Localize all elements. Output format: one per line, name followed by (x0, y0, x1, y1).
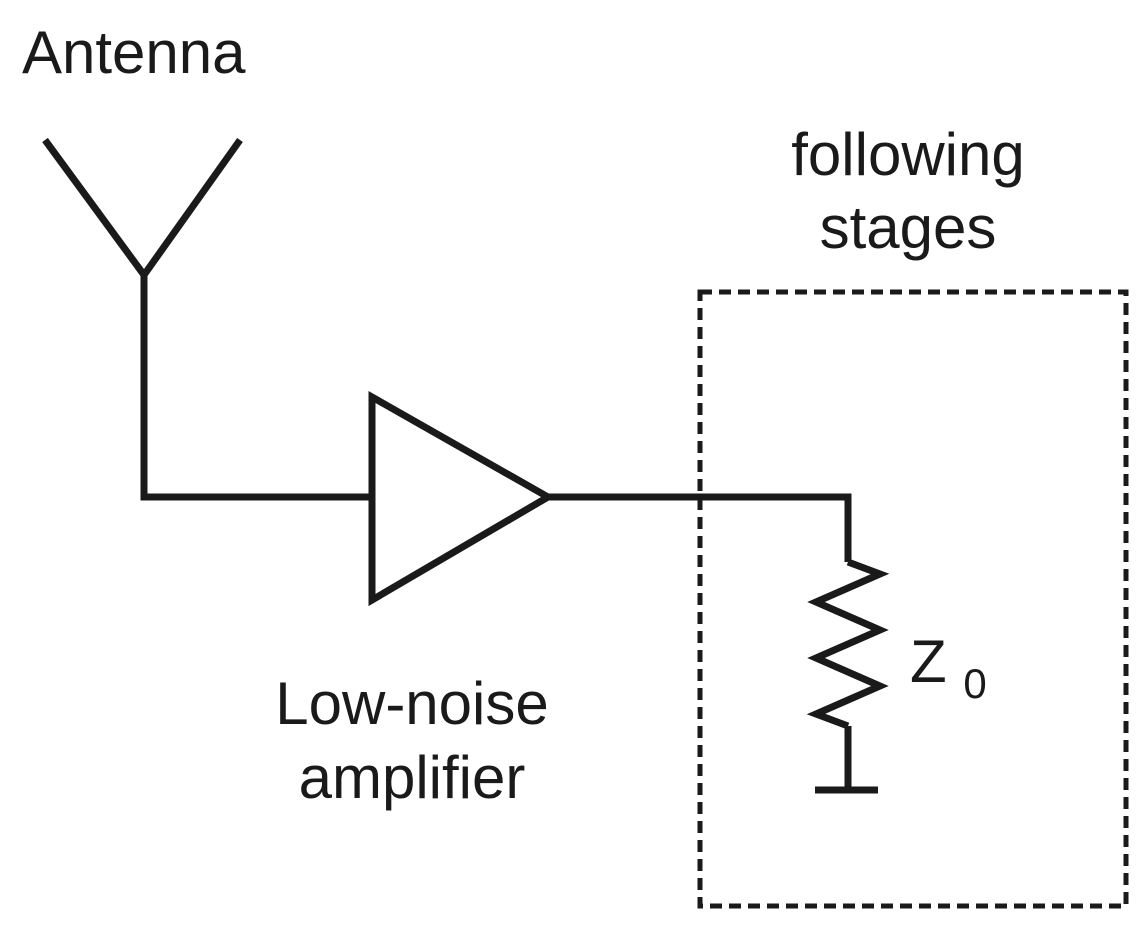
antenna-symbol (42, 137, 372, 501)
stages-label-line1: following (791, 121, 1024, 188)
antenna-feed-wire (140, 275, 372, 501)
stages-label-line2: stages (820, 194, 997, 261)
output-wire (548, 493, 852, 562)
resistor-zigzag (806, 558, 890, 730)
impedance-subscript: 0 (963, 660, 986, 707)
antenna-prongs (42, 137, 243, 281)
following-stages-box (697, 289, 1129, 909)
antenna-label: Antenna (22, 19, 246, 86)
lna-label-line2: amplifier (299, 744, 526, 811)
lna-label-line1: Low-noise (275, 670, 549, 737)
impedance-symbol: Z (910, 628, 947, 695)
impedance-label: Z 0 (910, 628, 987, 707)
amplifier-triangle (368, 390, 556, 607)
